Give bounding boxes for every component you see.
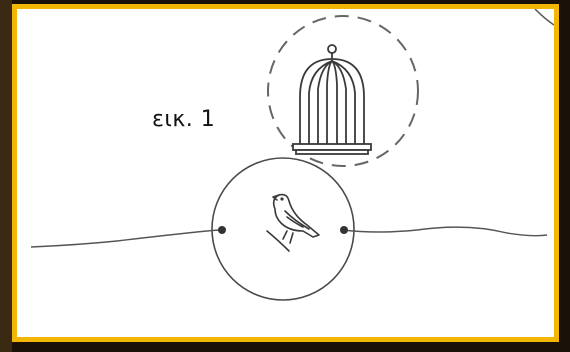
right-dot bbox=[340, 226, 348, 234]
birdcage-icon bbox=[293, 45, 371, 154]
corner-ornament bbox=[535, 9, 554, 25]
bird-icon bbox=[267, 195, 319, 251]
string-left bbox=[31, 230, 223, 247]
bird-circle bbox=[212, 158, 354, 300]
left-dot bbox=[218, 226, 226, 234]
string-right bbox=[343, 227, 547, 236]
illustration bbox=[17, 9, 554, 337]
figure-caption: εικ. 1 bbox=[152, 107, 215, 132]
left-edge-shadow bbox=[0, 0, 12, 352]
figure-panel: εικ. 1 bbox=[12, 4, 559, 342]
